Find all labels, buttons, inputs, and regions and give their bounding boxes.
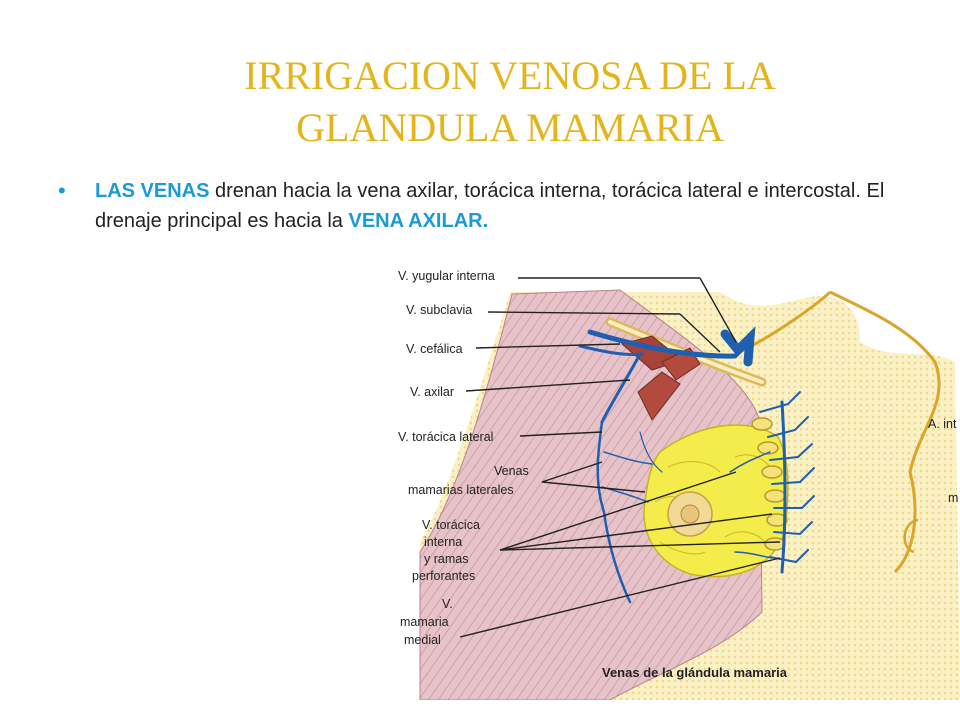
- bullet-lead: LAS VENAS: [95, 180, 210, 202]
- label-yugular-interna: V. yugular interna: [398, 269, 495, 283]
- label-m: m: [948, 491, 958, 505]
- label-medial-line-3: medial: [404, 633, 441, 647]
- title-line-1: IRRIGACION VENOSA DE LA: [244, 53, 776, 98]
- title-line-2: GLANDULA MAMARIA: [296, 105, 724, 150]
- anatomy-figure: V. yugular interna V. subclavia V. cefál…: [390, 252, 960, 700]
- label-a-int: A. int: [928, 417, 957, 431]
- label-toracica-lateral: V. torácica lateral: [398, 430, 493, 444]
- nipple: [680, 504, 700, 524]
- label-interna-line-3: y ramas: [424, 552, 468, 566]
- bullet-emphasis: VENA AXILAR.: [348, 210, 489, 232]
- leader-lines: [459, 277, 781, 638]
- bullet-item: • LAS VENAS drenan hacia la vena axilar,…: [58, 176, 908, 236]
- anatomy-illustration: V. yugular interna V. subclavia V. cefál…: [398, 269, 960, 700]
- label-interna-line-2: interna: [424, 535, 462, 549]
- label-medial-line-1: V.: [442, 597, 453, 611]
- bullet-body: drenan hacia la vena axilar, torácica in…: [95, 180, 885, 232]
- label-medial-line-2: mamaria: [400, 615, 449, 629]
- label-venas-line-2: mamarias laterales: [408, 483, 514, 497]
- right-nipple: [903, 518, 919, 554]
- label-venas-line-1: Venas: [494, 464, 529, 478]
- figure-caption: Venas de la glándula mamaria: [602, 665, 788, 680]
- veins: [578, 326, 815, 604]
- label-subclavia: V. subclavia: [406, 303, 472, 317]
- label-cefalica: V. cefálica: [406, 342, 463, 356]
- slide-title: IRRIGACION VENOSA DE LA GLANDULA MAMARIA: [110, 50, 910, 154]
- costal-cartilages: [751, 417, 788, 551]
- bullet-dot-icon: •: [58, 178, 66, 203]
- bullet-text: LAS VENAS drenan hacia la vena axilar, t…: [95, 176, 908, 236]
- minor-muscle-1: [637, 371, 681, 421]
- label-interna-line-1: V. torácica: [422, 518, 480, 532]
- label-axilar: V. axilar: [410, 385, 454, 399]
- label-interna-line-4: perforantes: [412, 569, 475, 583]
